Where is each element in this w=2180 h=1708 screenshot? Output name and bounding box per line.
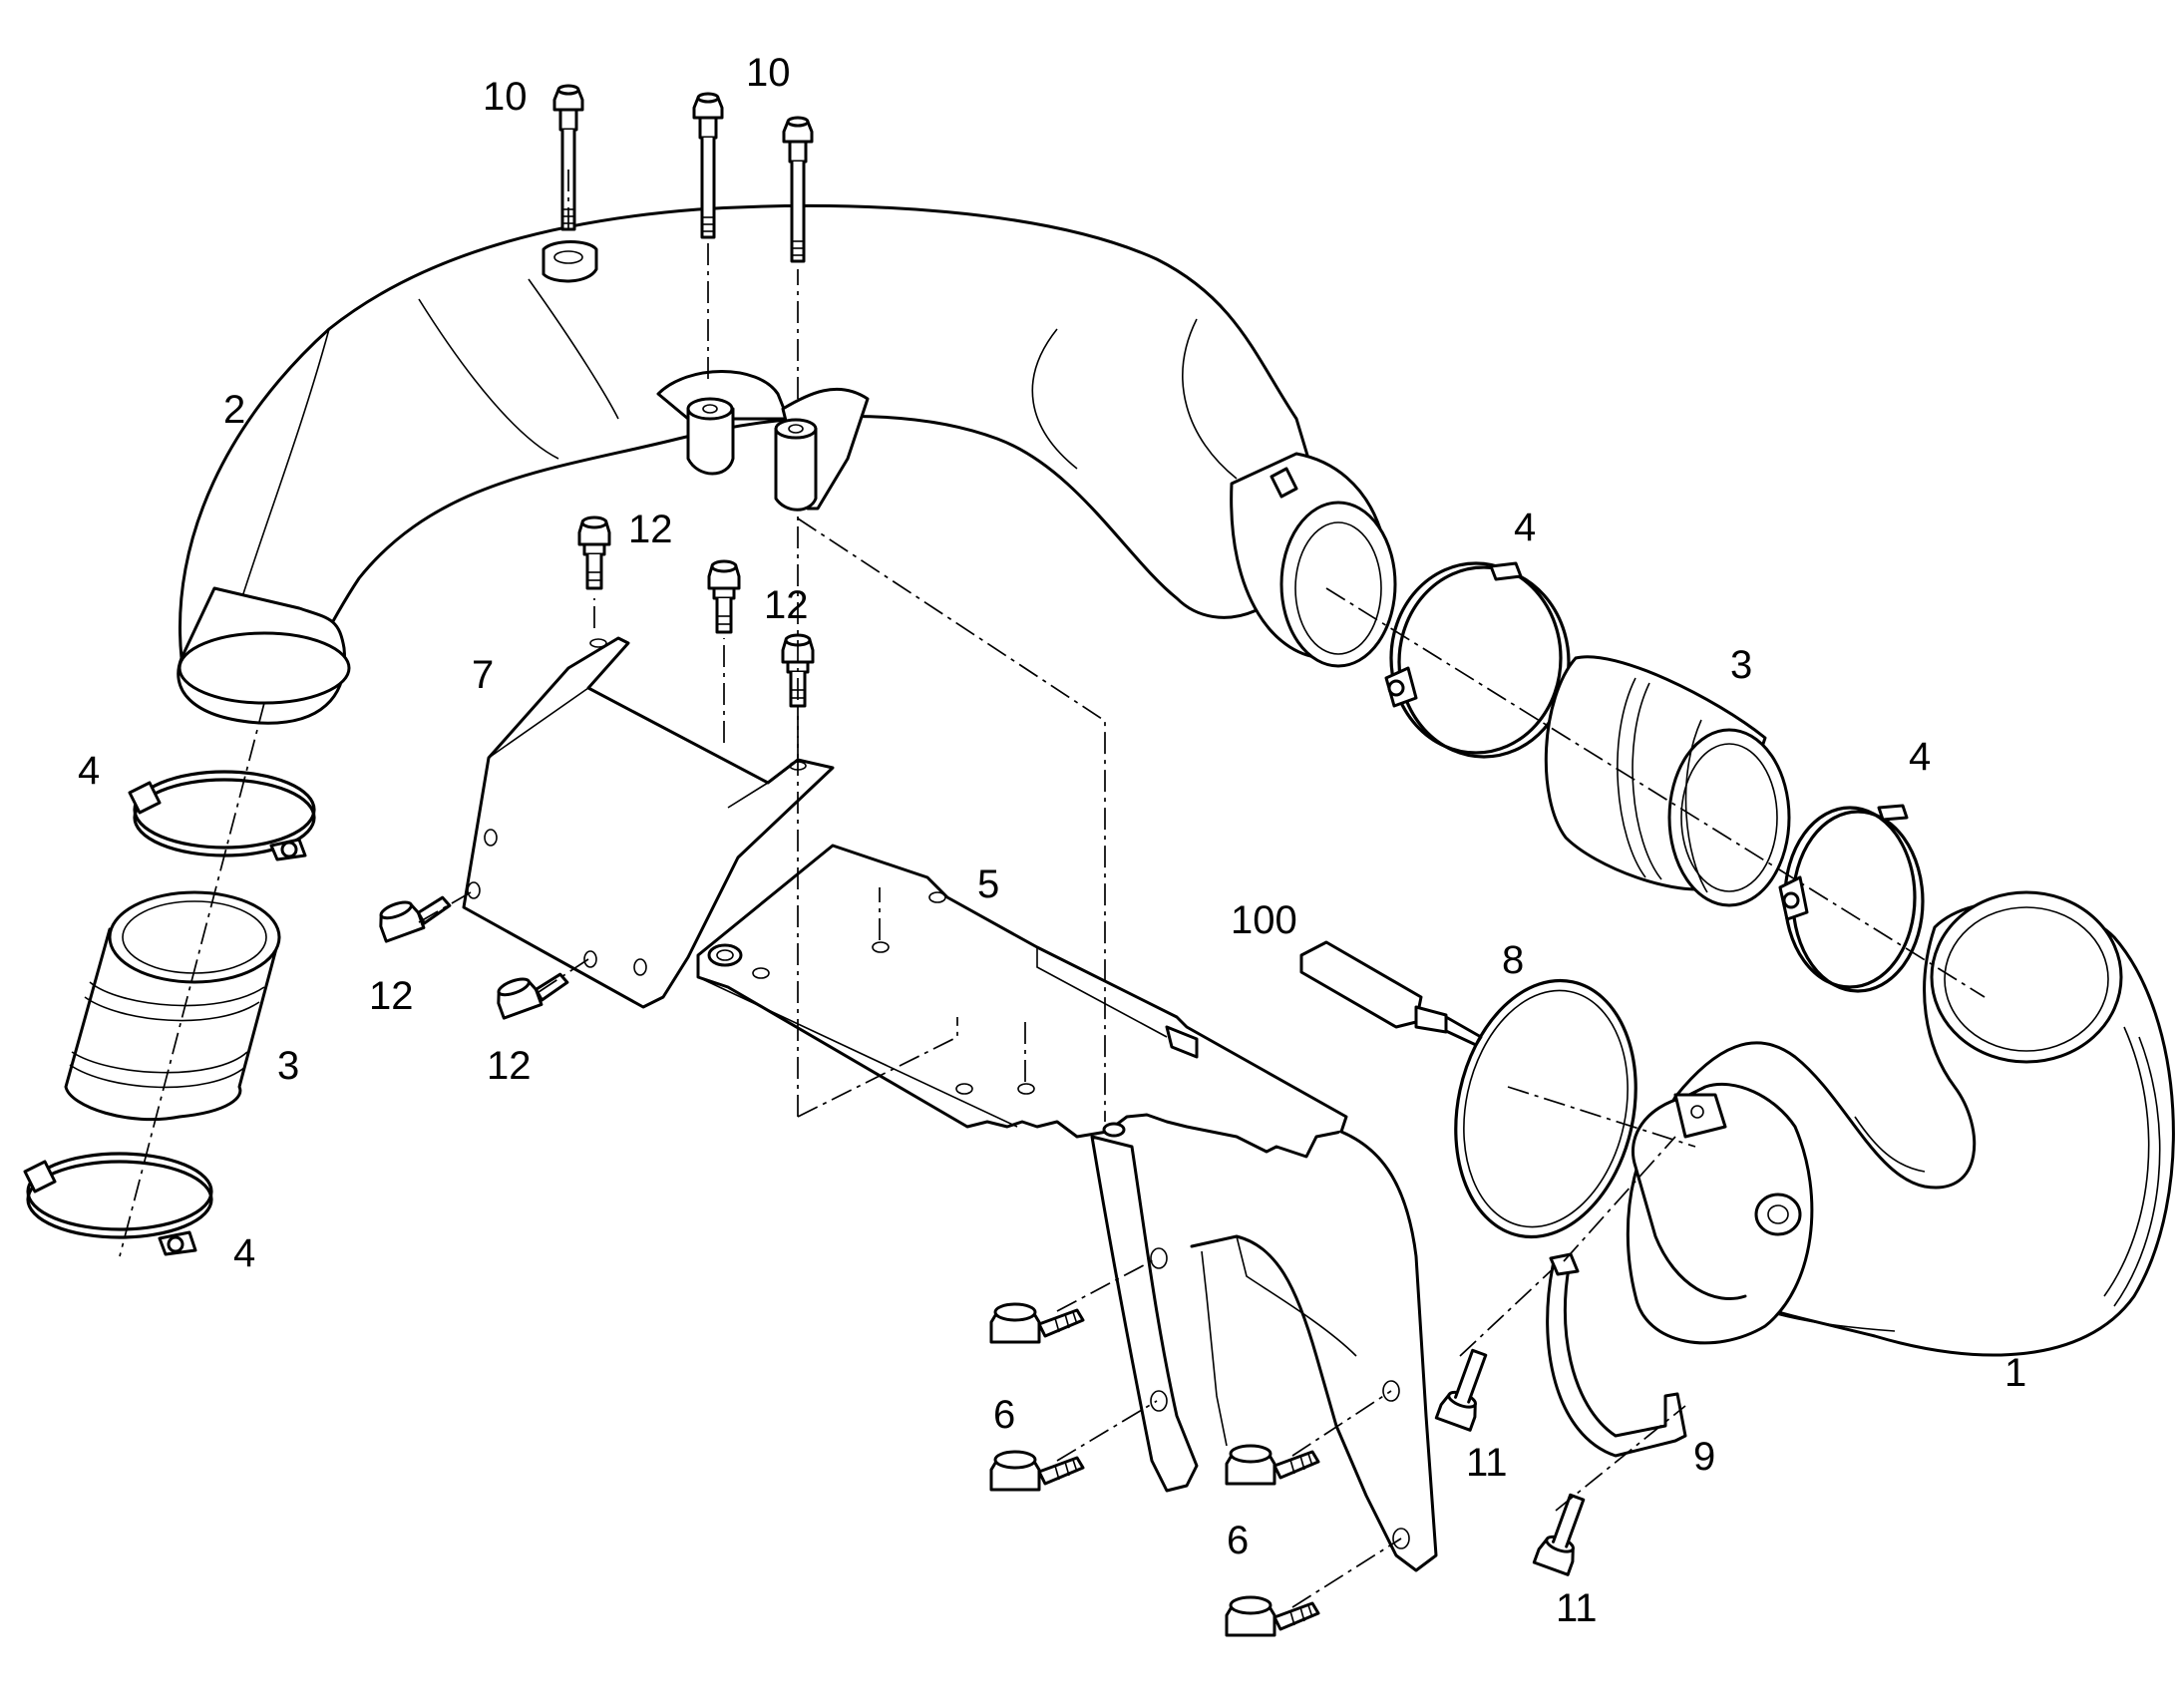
bracket-7: [462, 636, 835, 1009]
callout-12-side-a: 12: [369, 974, 414, 1018]
bolt-12-top-b: [707, 559, 741, 634]
o-ring-8: [1454, 978, 1637, 1239]
bolt-6-b: [989, 1450, 1085, 1492]
callout-4-lower-right: 4: [1909, 735, 1931, 779]
hose-clamp-4-upper-left: [128, 770, 316, 861]
hose-sleeve-3-left: [64, 890, 281, 1122]
bolt-12-side-a: [379, 895, 452, 943]
mounting-plate-5: [696, 844, 1438, 1572]
bolt-12-top-a: [577, 515, 611, 590]
callout-1: 1: [2004, 1351, 2026, 1395]
assembly-center-lines: [119, 170, 1986, 1608]
hose-clamp-4-upper-right: [1384, 561, 1571, 759]
bolt-6-c: [1225, 1444, 1320, 1486]
callout-8: 8: [1502, 938, 1524, 982]
callout-labels: 10 10 2 12 12 7 4 3 4 4 3 4 5 100 8 12 1…: [78, 51, 2026, 1630]
callout-12-side-b: 12: [487, 1044, 532, 1088]
callout-10-right: 10: [746, 51, 791, 95]
callout-11-upper: 11: [1466, 1441, 1508, 1485]
callout-9: 9: [1693, 1435, 1715, 1479]
callout-3-right: 3: [1730, 643, 1752, 687]
callout-6-right: 6: [1227, 1519, 1249, 1562]
bolt-11-b: [1532, 1493, 1586, 1576]
housing-1: [1626, 890, 2175, 1357]
callout-7: 7: [472, 653, 494, 697]
callout-4-lower-left: 4: [233, 1231, 255, 1275]
sealant-tube-100: [1299, 940, 1483, 1047]
callout-12-top-a: 12: [628, 508, 673, 551]
intake-tube-2: [177, 204, 1397, 725]
bolt-6-a: [989, 1302, 1085, 1344]
callout-100: 100: [1231, 898, 1297, 942]
callout-6-left: 6: [993, 1393, 1015, 1437]
bolt-6-d: [1225, 1595, 1320, 1637]
callout-2: 2: [223, 388, 245, 432]
callout-3-left: 3: [277, 1044, 299, 1088]
callout-5: 5: [977, 862, 999, 906]
callout-4-upper-right: 4: [1514, 506, 1536, 549]
bolt-12-side-b: [497, 972, 569, 1020]
callout-4-upper-left: 4: [78, 749, 100, 793]
hose-sleeve-3-right: [1544, 655, 1791, 907]
callout-10-left: 10: [483, 75, 528, 119]
strap-9: [1546, 1252, 1687, 1458]
bolt-11-a: [1434, 1348, 1488, 1432]
hose-clamp-4-lower-left: [23, 1152, 213, 1256]
callout-12-top-b: 12: [764, 583, 809, 627]
callout-11-lower: 11: [1556, 1586, 1598, 1630]
hose-clamp-4-lower-right: [1778, 804, 1925, 993]
